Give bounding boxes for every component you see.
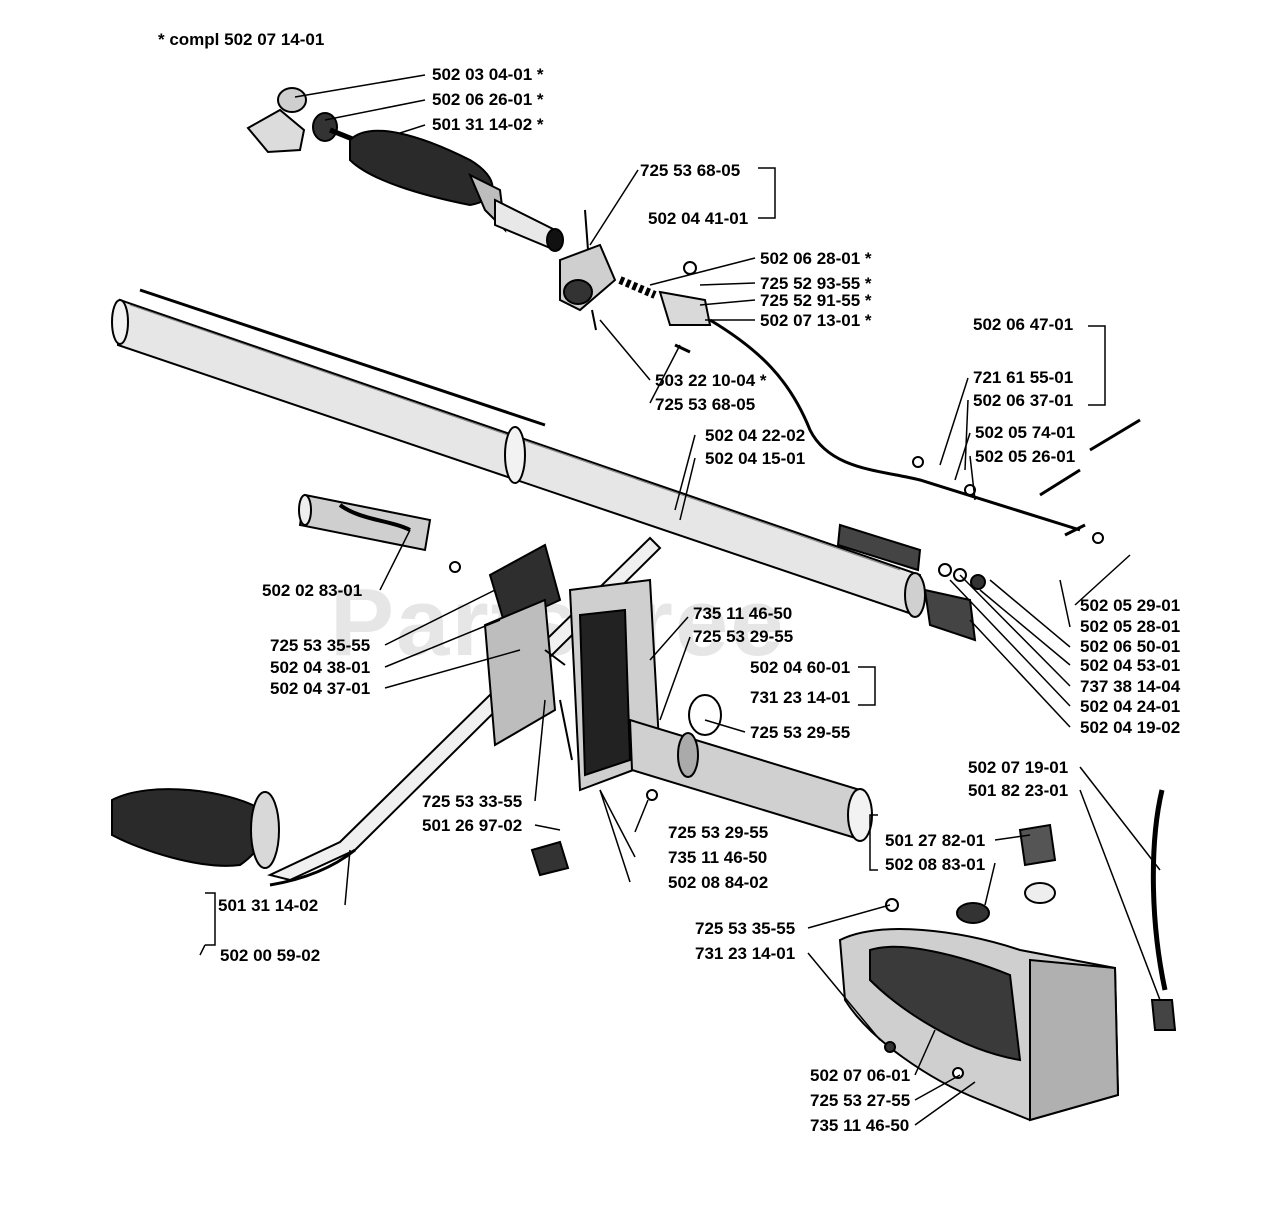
- part-label: 725 53 27-55: [810, 1091, 910, 1110]
- part-label: 502 04 19-02: [1080, 718, 1180, 737]
- part-label: 502 07 19-01: [968, 758, 1068, 777]
- dipstick-part: [1150, 789, 1177, 1031]
- throttle-housing-part: [544, 578, 873, 842]
- part-label: 725 53 29-55: [693, 627, 793, 646]
- part-label: 501 27 82-01: [885, 831, 985, 850]
- part-label: 502 06 37-01: [973, 391, 1073, 410]
- part-label: 737 38 14-04: [1080, 677, 1181, 696]
- part-label: 725 53 29-55: [668, 823, 768, 842]
- part-label: 725 53 33-55: [422, 792, 522, 811]
- part-label: 731 23 14-01: [750, 688, 850, 707]
- part-label: 725 53 35-55: [695, 919, 795, 938]
- part-label: 502 06 47-01: [973, 315, 1073, 334]
- part-label: 502 04 53-01: [1080, 656, 1180, 675]
- part-label: 735 11 46-50: [810, 1116, 909, 1135]
- part-label: 721 61 55-01: [973, 368, 1073, 387]
- part-label: 501 26 97-02: [422, 816, 522, 835]
- part-label: 725 53 68-05: [655, 395, 755, 414]
- part-label: 502 08 83-01: [885, 855, 985, 874]
- part-label: 502 04 22-02: [705, 426, 805, 445]
- sleeve-part: [298, 493, 432, 552]
- part-label: 501 82 23-01: [968, 781, 1068, 800]
- part-label: 502 06 50-01: [1080, 637, 1180, 656]
- compl-note: * compl 502 07 14-01: [158, 30, 324, 49]
- part-label: 502 02 83-01: [262, 581, 362, 600]
- drive-housing-part: [838, 898, 1120, 1122]
- part-label: 725 53 29-55: [750, 723, 850, 742]
- throttle-trigger-part: [559, 209, 712, 354]
- part-label: 502 03 04-01 *: [432, 65, 544, 84]
- part-label: 725 52 93-55 *: [760, 274, 872, 293]
- part-label: 502 05 29-01: [1080, 596, 1180, 615]
- part-label: 502 04 41-01: [648, 209, 748, 228]
- part-label: 503 22 10-04 *: [655, 371, 767, 390]
- top-handle-part: [246, 87, 564, 252]
- part-label: 502 07 06-01: [810, 1066, 910, 1085]
- part-label: 502 05 28-01: [1080, 617, 1180, 636]
- shaft-end-parts: [912, 418, 1141, 642]
- leader-lines: [199, 74, 1161, 1126]
- part-label: 502 06 26-01 *: [432, 90, 544, 109]
- part-label: 731 23 14-01: [695, 944, 795, 963]
- part-label: 501 31 14-02 *: [432, 115, 544, 134]
- nut-part: [530, 840, 570, 877]
- part-label: 501 31 14-02: [218, 896, 318, 915]
- part-label: 502 07 13-01 *: [760, 311, 872, 330]
- part-label: 502 00 59-02: [220, 946, 320, 965]
- part-label: 735 11 46-50: [668, 848, 767, 867]
- parts-illustration: [111, 87, 1177, 1122]
- cap-part: [956, 823, 1057, 924]
- part-label: 502 06 28-01 *: [760, 249, 872, 268]
- part-label: 735 11 46-50: [693, 604, 792, 623]
- part-labels: 502 03 04-01 * 502 06 26-01 * 501 31 14-…: [218, 65, 1181, 1135]
- part-label: 502 04 15-01: [705, 449, 805, 468]
- part-label: 502 05 26-01: [975, 447, 1075, 466]
- part-label: 725 53 68-05: [640, 161, 740, 180]
- part-label: 725 53 35-55: [270, 636, 370, 655]
- part-label: 502 04 37-01: [270, 679, 370, 698]
- part-label: 502 08 84-02: [668, 873, 768, 892]
- throttle-cable: [709, 318, 1081, 532]
- handle-clamp-part: [449, 543, 562, 747]
- part-label: 502 04 60-01: [750, 658, 850, 677]
- main-shaft-tube-part: [111, 288, 926, 618]
- part-label: 502 04 38-01: [270, 658, 370, 677]
- part-label: 502 05 74-01: [975, 423, 1075, 442]
- part-label: 502 04 24-01: [1080, 697, 1180, 716]
- part-label: 725 52 91-55 *: [760, 291, 872, 310]
- loop-handle-part: [111, 536, 662, 887]
